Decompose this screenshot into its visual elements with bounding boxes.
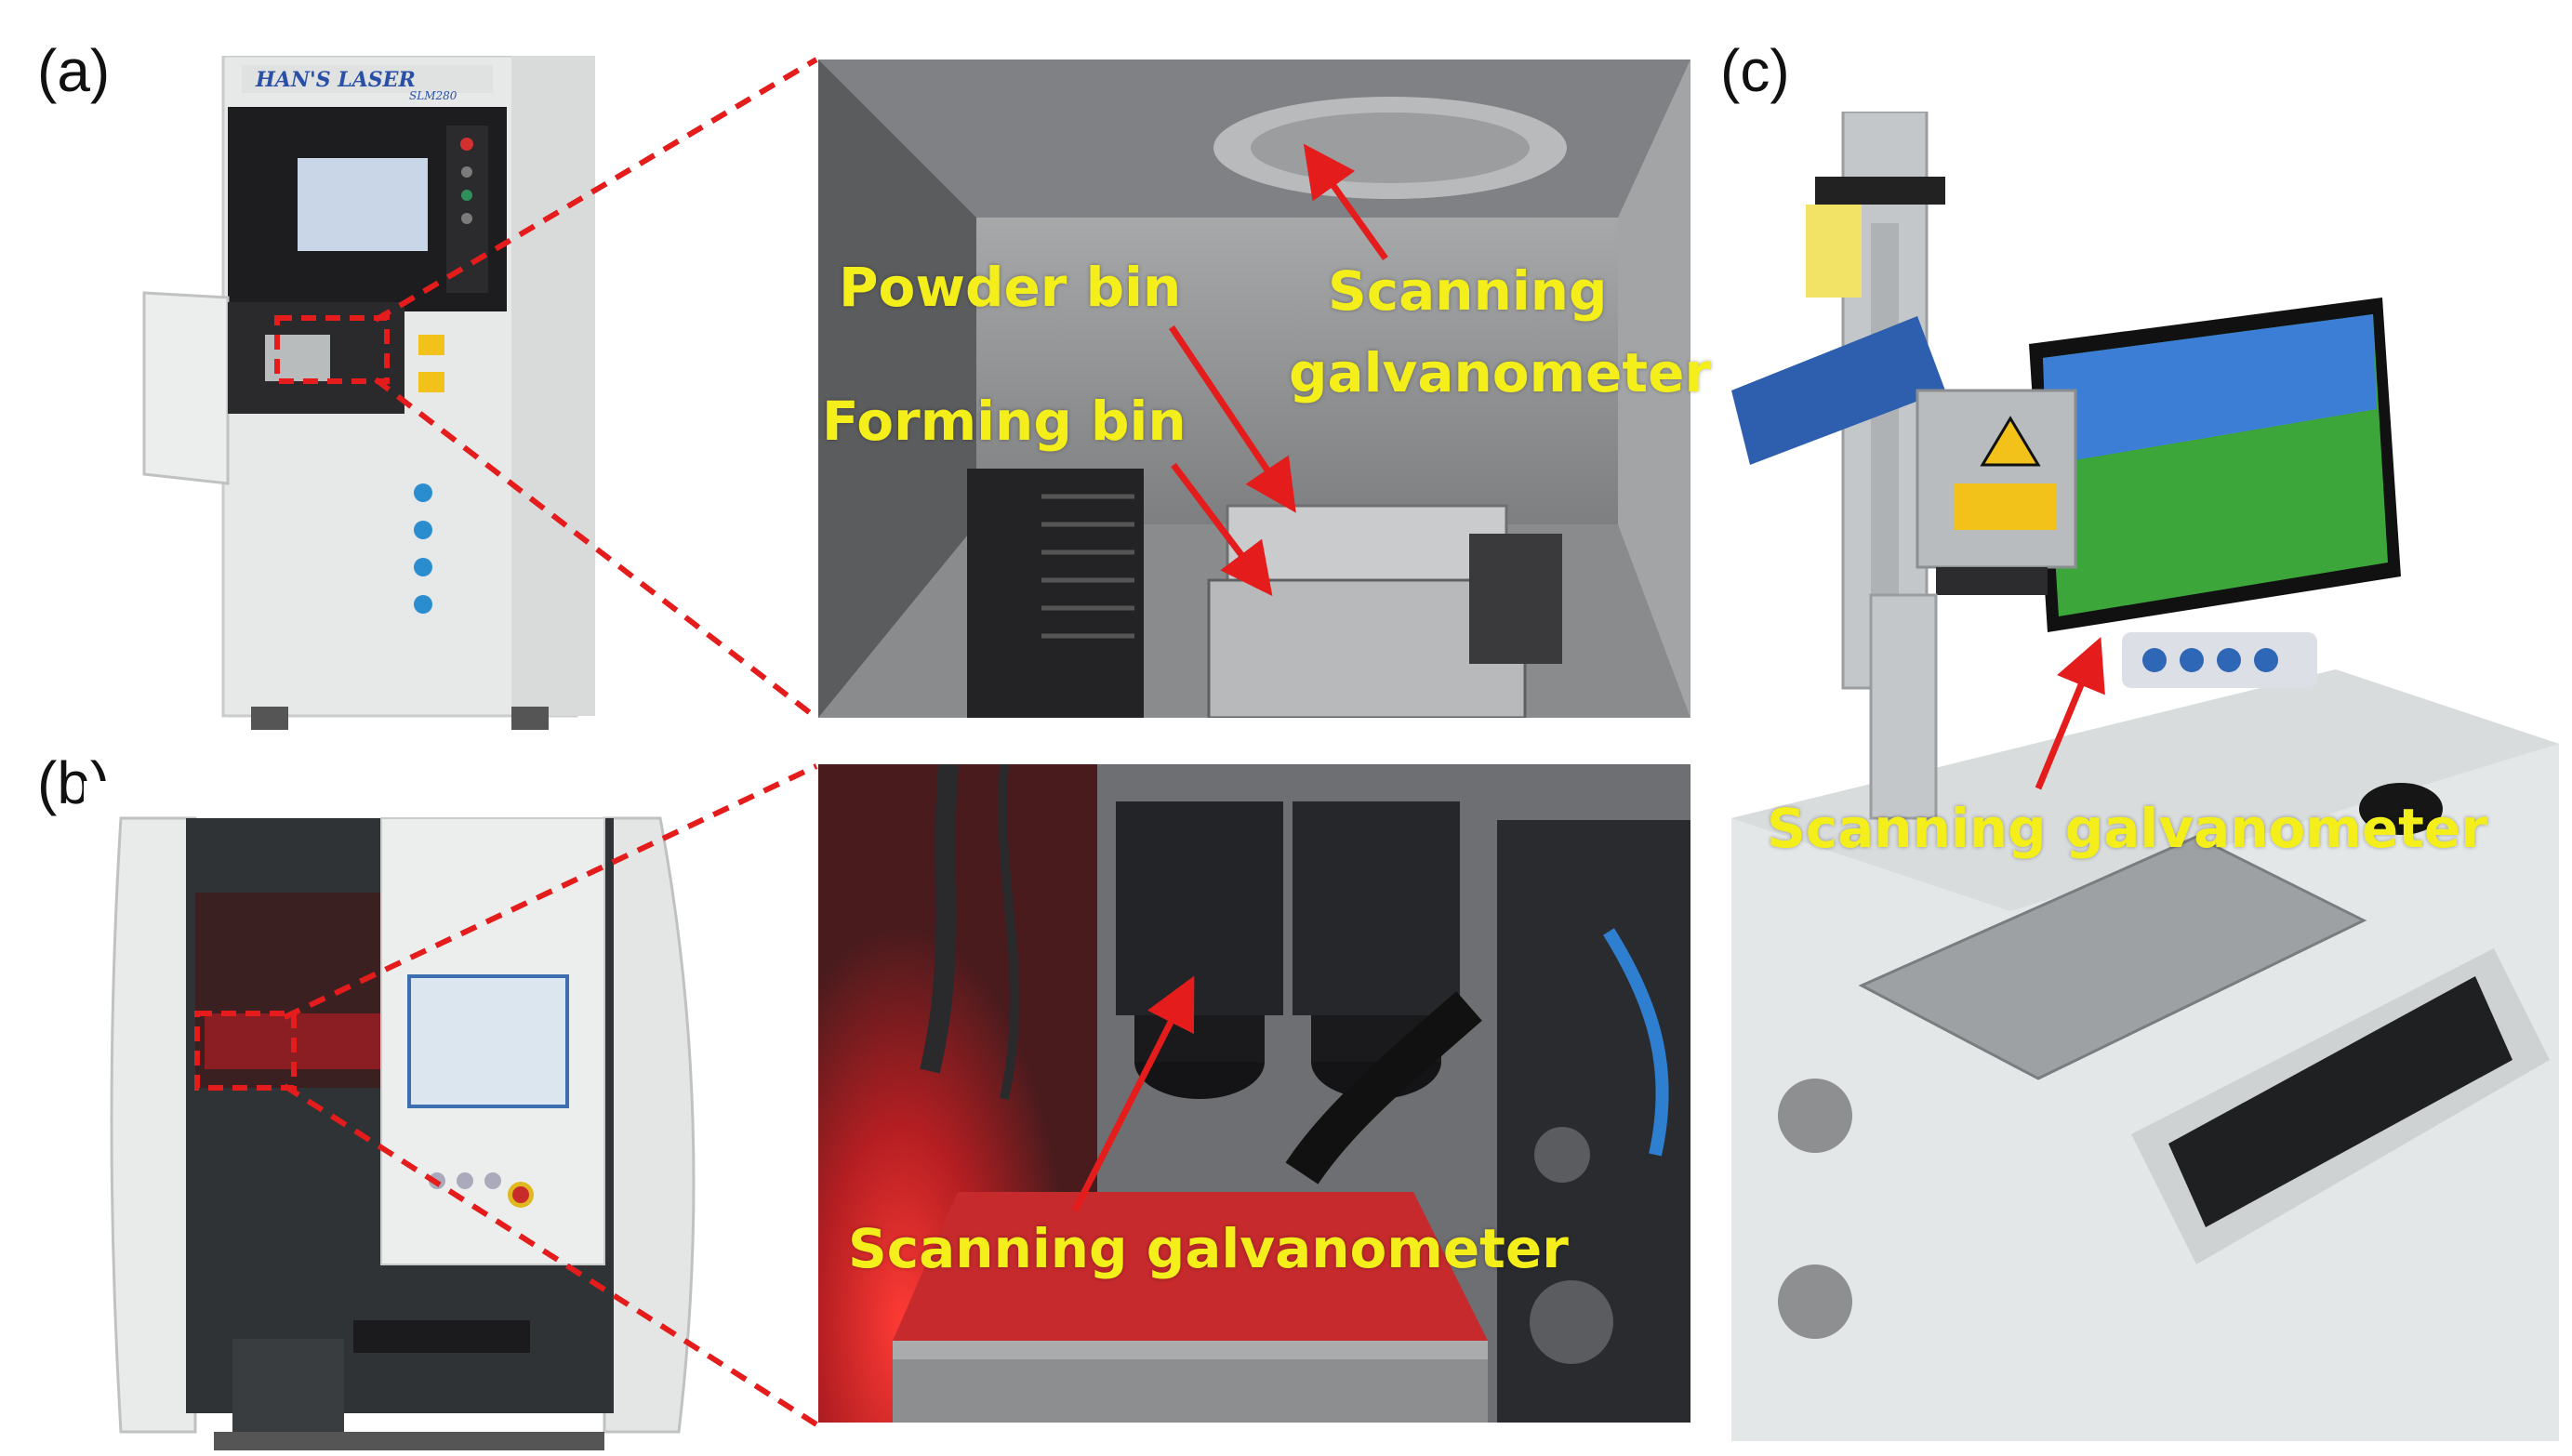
panel-label-c: (c) (1720, 37, 1790, 104)
callout-b-scanning: Scanning galvanometer (848, 1217, 1569, 1280)
photo-a-machine: HAN'S LASER SLM280 (139, 56, 623, 735)
photo-c-machine (1731, 112, 2559, 1441)
panel-label-a: (a) (37, 37, 111, 104)
callout-c-scanning: Scanning galvanometer (1767, 797, 2487, 860)
photo-b-machine (84, 781, 735, 1450)
photo-b-chamber (818, 764, 1690, 1423)
photo-a-chamber (818, 60, 1690, 718)
model-text: SLM280 (409, 89, 457, 102)
callout-a-scanning-line1: Scanning (1328, 259, 1608, 323)
callout-a-powder-bin: Powder bin (839, 256, 1182, 319)
callout-a-forming-bin: Forming bin (822, 390, 1187, 453)
brand-text: HAN'S LASER (255, 68, 416, 92)
callout-a-scanning-line2: galvanometer (1289, 341, 1712, 404)
